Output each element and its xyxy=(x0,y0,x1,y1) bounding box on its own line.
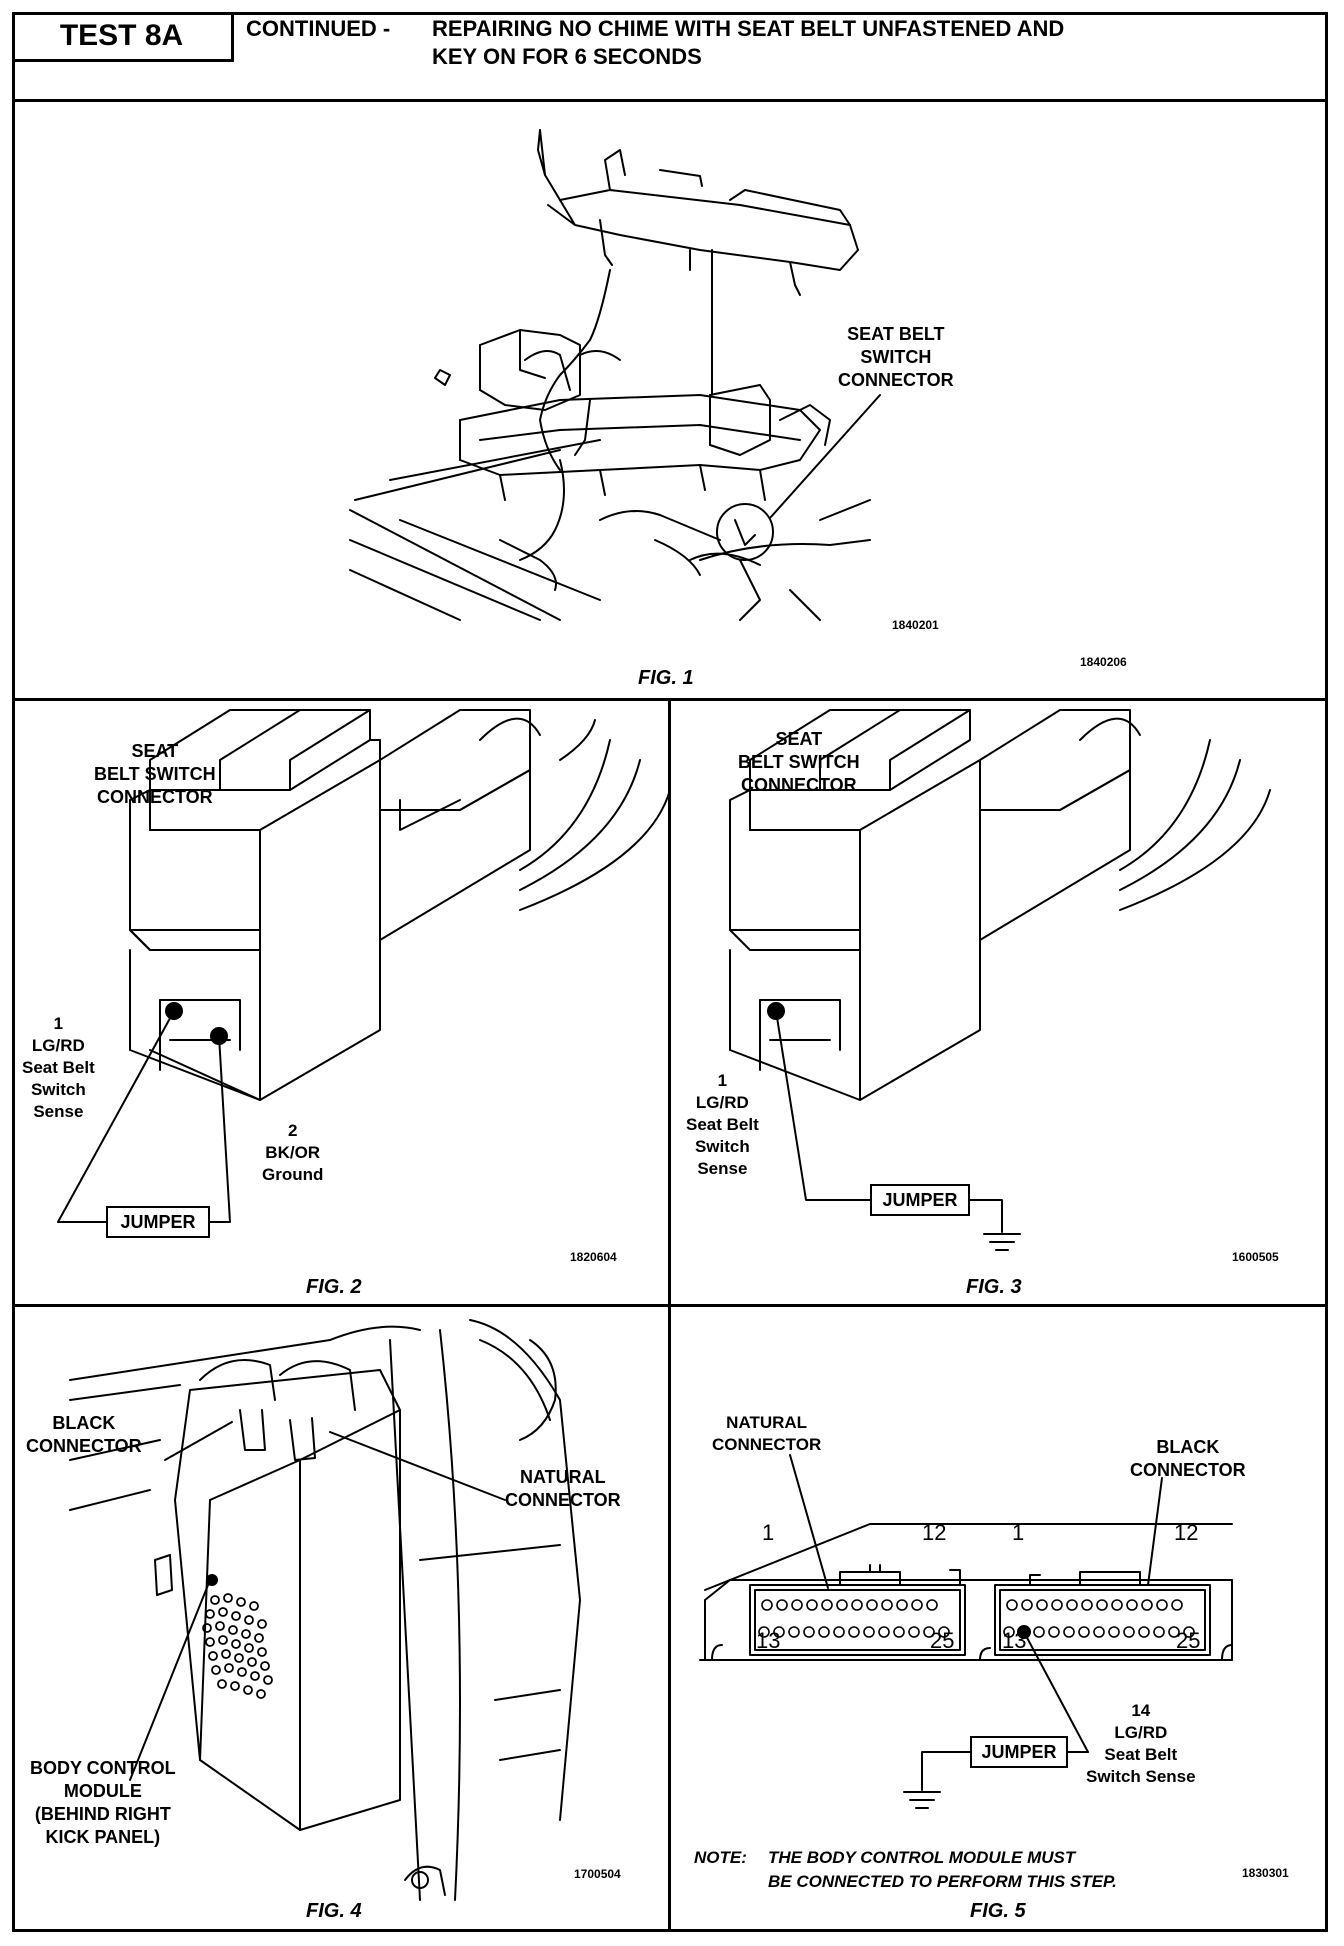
fig4-black-line1: BLACK xyxy=(52,1413,116,1433)
fig2-pin1-label: 1 LG/RD Seat Belt Switch Sense xyxy=(22,1013,95,1123)
fig3-caption: FIG. 3 xyxy=(966,1276,1022,1298)
fig3-pin1-line4: Switch xyxy=(694,1137,750,1156)
page-title-line1: REPAIRING NO CHIME WITH SEAT BELT UNFAST… xyxy=(432,16,1065,41)
fig5-natural-line2: CONNECTOR xyxy=(712,1435,822,1454)
fig3-pin1-line1: 1 xyxy=(717,1071,728,1090)
fig5-natural-connector-label: NATURAL CONNECTOR xyxy=(712,1412,821,1456)
fig5-pin14-line4: Switch Sense xyxy=(1086,1767,1196,1786)
header-divider xyxy=(12,99,1328,102)
fig2-code: 1820604 xyxy=(570,1250,617,1264)
fig1-callout-line3: CONNECTOR xyxy=(838,370,954,390)
fig5-pin14-line1: 14 xyxy=(1131,1701,1151,1720)
fig5-note-label: NOTE: xyxy=(694,1848,747,1867)
fig2-pin2-label: 2 BK/OR Ground xyxy=(262,1120,323,1186)
fig4-bcm-line2: MODULE xyxy=(63,1781,142,1801)
fig3-title-line3: CONNECTOR xyxy=(740,775,857,795)
fig4-bcm-line4: KICK PANEL) xyxy=(45,1827,161,1847)
fig2-pin2-line2: BK/OR xyxy=(265,1143,321,1162)
fig5-pin14-line3: Seat Belt xyxy=(1104,1745,1178,1764)
page-title-line2: KEY ON FOR 6 SECONDS xyxy=(432,44,702,69)
fig5-pin-1-natural: 1 xyxy=(762,1520,775,1545)
fig3-jumper-box: JUMPER xyxy=(870,1184,970,1216)
fig2-title-line3: CONNECTOR xyxy=(96,787,213,807)
fig1-callout-line1: SEAT BELT xyxy=(847,324,945,344)
fig3-code: 1600505 xyxy=(1232,1250,1279,1264)
fig5-pin-12-black: 12 xyxy=(1174,1520,1199,1545)
fig2-title-line2: BELT SWITCH xyxy=(94,764,216,784)
fig4-black-line2: CONNECTOR xyxy=(26,1436,142,1456)
fig3-title-line2: BELT SWITCH xyxy=(738,752,860,772)
fig2-pin1-line1: 1 xyxy=(53,1014,64,1033)
fig5-pinout-drawing xyxy=(699,1454,1233,1809)
fig2-title: SEAT BELT SWITCH CONNECTOR xyxy=(94,740,216,809)
fig2-connector-drawing xyxy=(57,709,671,1223)
fig5-note-line2: BE CONNECTED TO PERFORM THIS STEP. xyxy=(768,1872,1117,1891)
fig5-jumper-box: JUMPER xyxy=(970,1736,1068,1768)
fig4-natural-line1: NATURAL xyxy=(520,1467,606,1487)
fig1-callout-line2: SWITCH xyxy=(860,347,932,367)
continued-label: CONTINUED - xyxy=(246,16,391,41)
fig4-bcm-drawing xyxy=(69,1319,581,1901)
fig5-black-line1: BLACK xyxy=(1156,1437,1220,1457)
fig5-pin-25-natural: 25 xyxy=(930,1628,955,1653)
fig1-caption: FIG. 1 xyxy=(638,667,694,689)
fig1-code-outer: 1840206 xyxy=(1080,655,1127,669)
fig3-title: SEAT BELT SWITCH CONNECTOR xyxy=(738,728,860,797)
fig2-pin1-line3: Seat Belt xyxy=(22,1058,95,1077)
fig2-title-line1: SEAT xyxy=(131,741,179,761)
fig4-bcm-line1: BODY CONTROL xyxy=(30,1758,176,1778)
fig5-natural-line1: NATURAL xyxy=(726,1413,808,1432)
column-divider xyxy=(668,698,671,1932)
fig4-bcm-label: BODY CONTROL MODULE (BEHIND RIGHT KICK P… xyxy=(30,1757,176,1849)
test-label: TEST 8A xyxy=(12,12,234,62)
fig3-pin1-line2: LG/RD xyxy=(695,1093,749,1112)
fig3-pin1-line5: Sense xyxy=(697,1159,748,1178)
fig5-black-connector-label: BLACK CONNECTOR xyxy=(1130,1436,1246,1482)
fig5-pin14-label: 14 LG/RD Seat Belt Switch Sense xyxy=(1086,1700,1196,1788)
fig5-pin-12-natural: 12 xyxy=(922,1520,947,1545)
fig4-natural-connector-label: NATURAL CONNECTOR xyxy=(505,1466,621,1512)
fig4-code: 1700504 xyxy=(574,1867,621,1881)
fig3-pin1-label: 1 LG/RD Seat Belt Switch Sense xyxy=(686,1070,759,1180)
fig2-pin2-line3: Ground xyxy=(262,1165,324,1184)
fig5-pin-13-natural: 13 xyxy=(756,1628,781,1653)
fig2-pin1-line4: Switch xyxy=(30,1080,86,1099)
fig5-black-line2: CONNECTOR xyxy=(1130,1460,1246,1480)
fig1-code-inner: 1840201 xyxy=(892,618,939,632)
fig4-caption: FIG. 4 xyxy=(306,1900,362,1922)
fig3-pin1-line3: Seat Belt xyxy=(686,1115,759,1134)
fig2-jumper-box: JUMPER xyxy=(106,1206,210,1238)
fig1-callout-seat-belt-switch-connector: SEAT BELT SWITCH CONNECTOR xyxy=(838,323,954,392)
fig3-title-line1: SEAT xyxy=(775,729,823,749)
fig4-black-connector-label: BLACK CONNECTOR xyxy=(26,1412,142,1458)
fig5-caption: FIG. 5 xyxy=(970,1900,1026,1922)
fig5-code: 1830301 xyxy=(1242,1866,1289,1880)
fig2-pin1-line5: Sense xyxy=(33,1102,84,1121)
fig1-instrument-panel-drawing xyxy=(349,129,881,621)
fig4-bcm-line3: (BEHIND RIGHT xyxy=(34,1804,171,1824)
fig5-pin-1-black: 1 xyxy=(1012,1520,1025,1545)
fig2-caption: FIG. 2 xyxy=(306,1276,362,1298)
fig5-pin-13-black: 13 xyxy=(1002,1628,1027,1653)
fig4-natural-line2: CONNECTOR xyxy=(505,1490,621,1510)
fig2-pin1-line2: LG/RD xyxy=(31,1036,85,1055)
fig5-pin-25-black: 25 xyxy=(1176,1628,1201,1653)
fig5-note-line1: THE BODY CONTROL MODULE MUST xyxy=(768,1848,1076,1867)
fig2-pin2-line1: 2 xyxy=(287,1121,298,1140)
fig3-connector-drawing xyxy=(729,709,1271,1251)
fig5-pin14-line2: LG/RD xyxy=(1114,1723,1168,1742)
